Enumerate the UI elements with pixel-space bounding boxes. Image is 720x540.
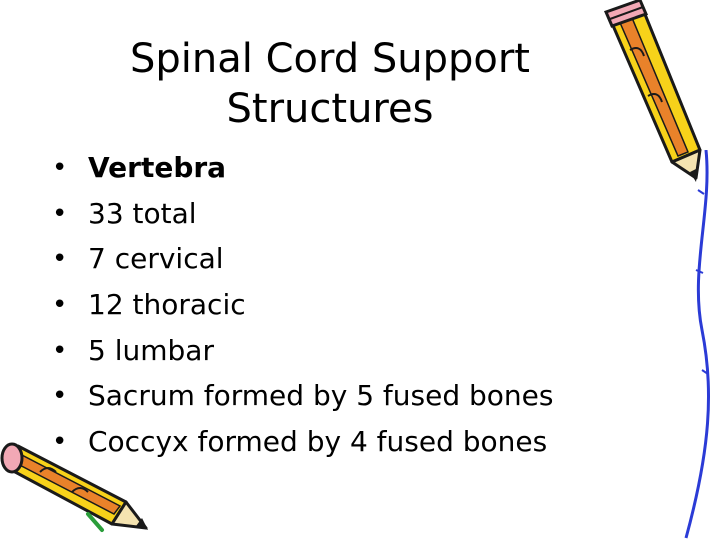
bullet-dot: • [52,381,68,412]
bullet-dot: • [52,335,68,366]
bullet-text: 33 total [88,196,197,230]
bullet-item-cervical: • 7 cervical [52,239,553,285]
bullet-item-total: • 33 total [52,194,553,240]
bullet-text: 12 thoracic [88,288,246,322]
slide-title: Spinal Cord Support Structures [95,34,565,134]
bullet-item-coccyx: • Coccyx formed by 4 fused bones [52,422,553,468]
bullet-dot: • [52,427,68,458]
bullet-item-vertebra: • Vertebra [52,148,553,194]
bullet-text: Sacrum formed by 5 fused bones [88,379,554,413]
bullet-list: • Vertebra • 33 total • 7 cervical • 12 … [52,148,553,468]
title-line-1: Spinal Cord Support [130,36,530,82]
bullet-item-thoracic: • 12 thoracic [52,285,553,331]
bullet-dot: • [52,290,68,321]
bullet-dot: • [52,198,68,229]
bullet-text: 7 cervical [88,242,224,276]
bullet-dot: • [52,153,68,183]
pencil-icon [0,442,148,532]
bullet-text: Coccyx formed by 4 fused bones [88,425,548,459]
bullet-item-lumbar: • 5 lumbar [52,331,553,377]
bullet-dot: • [52,244,68,275]
title-line-2: Structures [226,86,434,132]
bullet-item-sacrum: • Sacrum formed by 5 fused bones [52,376,553,422]
decorative-line-icon [684,150,711,539]
bullet-text: 5 lumbar [88,333,214,367]
bullet-text: Vertebra [88,151,227,184]
pencil-icon [603,0,702,182]
